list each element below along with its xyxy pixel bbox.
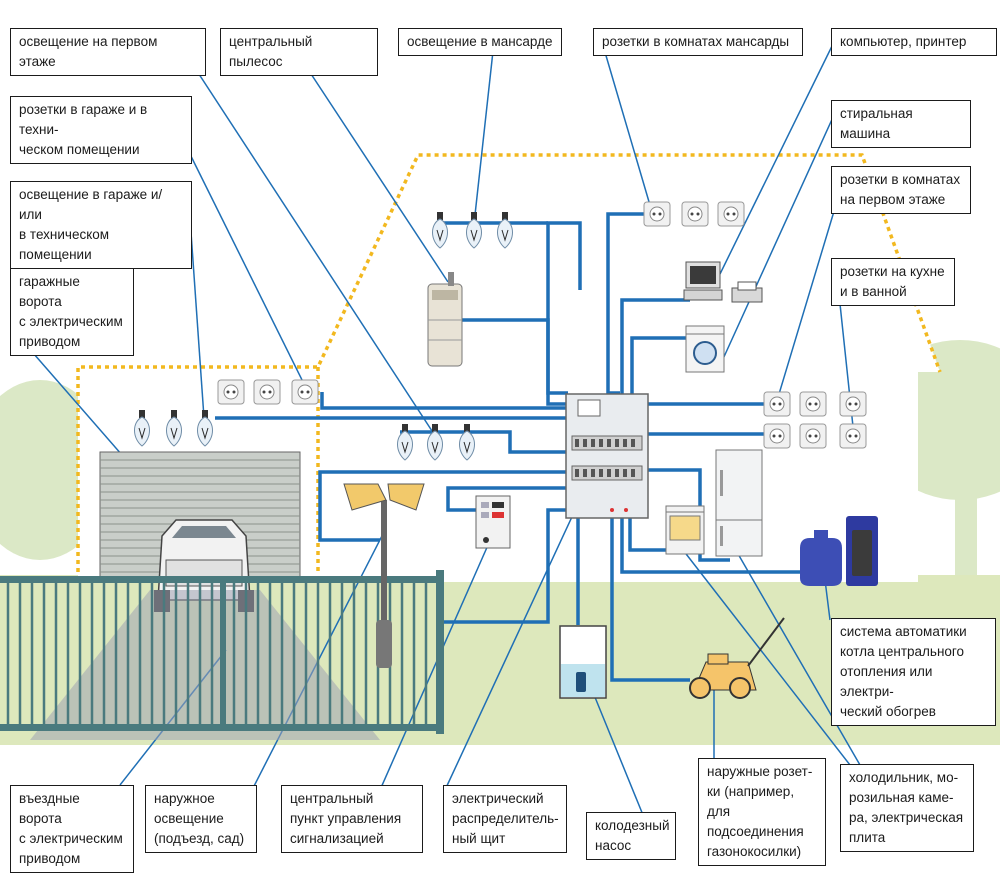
label-ground-floor-sockets: розетки в комнатах на первом этаже bbox=[831, 166, 971, 214]
socket-icon bbox=[253, 379, 281, 405]
socket-icon bbox=[717, 201, 745, 227]
label-attic-sockets: розетки в комнатах мансарды bbox=[593, 28, 803, 56]
well-pump-icon bbox=[559, 625, 607, 699]
wiring bbox=[215, 212, 810, 682]
light-bulb-icon bbox=[459, 424, 475, 461]
ground-floor-sockets bbox=[763, 391, 867, 417]
socket-icon bbox=[799, 423, 827, 449]
lawn-mower-icon bbox=[689, 617, 785, 699]
computer-printer-icon bbox=[683, 261, 763, 303]
alarm-panel-icon bbox=[475, 495, 511, 549]
wire-alarm bbox=[446, 486, 568, 512]
socket-icon bbox=[643, 201, 671, 227]
tree-right-trunk bbox=[955, 470, 977, 590]
label-garage-lighting: освещение в гараже и/или в техническом п… bbox=[10, 181, 192, 269]
label-garage-sockets: розетки в гараже и в техни- ческом помещ… bbox=[10, 96, 192, 164]
socket-icon bbox=[839, 423, 867, 449]
light-bulb-icon bbox=[466, 212, 482, 249]
light-bulb-icon bbox=[427, 424, 443, 461]
wire-vacuum bbox=[460, 318, 568, 395]
wire-garage-sockets bbox=[320, 392, 568, 410]
wire-first-floor-lights bbox=[400, 430, 568, 454]
label-outdoor-sockets: наружные розет- ки (например, для подсое… bbox=[698, 758, 826, 866]
entrance-gate-icon bbox=[0, 570, 444, 734]
boiler-icon bbox=[800, 516, 878, 586]
label-attic-lighting: освещение в мансарде bbox=[398, 28, 562, 56]
wire-stove bbox=[628, 515, 668, 552]
driveway bbox=[30, 590, 380, 740]
wire-computer bbox=[620, 298, 690, 395]
label-heating-automation: система автоматики котла центрального от… bbox=[831, 618, 996, 726]
light-bulb-icon bbox=[134, 410, 150, 447]
socket-icon bbox=[291, 379, 319, 405]
first-floor-light-bulbs bbox=[397, 424, 475, 461]
kitchen-sockets bbox=[763, 423, 867, 449]
stove-icon bbox=[665, 505, 705, 555]
wire-boiler bbox=[620, 518, 810, 574]
distribution-board-icon bbox=[565, 393, 649, 519]
socket-icon bbox=[217, 379, 245, 405]
central-vacuum-icon bbox=[427, 272, 463, 367]
light-bulb-icon bbox=[497, 212, 513, 249]
label-ground-floor-lighting: освещение на первом этаже bbox=[10, 28, 206, 76]
wire-gate bbox=[442, 508, 568, 624]
label-kitchen-appliances: холодильник, мо- розильная каме- ра, эле… bbox=[840, 764, 974, 852]
label-outdoor-lighting: наружное освещение (подъезд, сад) bbox=[145, 785, 257, 853]
garage-sockets bbox=[217, 379, 319, 405]
attic-light-bulbs bbox=[432, 212, 513, 249]
label-alarm-panel: центральный пункт управления сигнализаци… bbox=[281, 785, 423, 853]
label-kitchen-sockets: розетки на кухне и в ванной bbox=[831, 258, 955, 306]
attic-sockets bbox=[643, 201, 745, 227]
light-bulb-icon bbox=[197, 410, 213, 447]
wire-outdoor-light bbox=[318, 470, 568, 542]
label-central-vacuum: центральный пылесос bbox=[220, 28, 378, 76]
garage-light-bulbs bbox=[134, 410, 213, 447]
label-entrance-gate: въездные ворота с электрическим приводом bbox=[10, 785, 134, 873]
washing-machine-icon bbox=[685, 325, 725, 373]
label-washing-machine: стиральная машина bbox=[831, 100, 971, 148]
wire-washer bbox=[630, 336, 690, 396]
socket-icon bbox=[763, 391, 791, 417]
label-garage-door: гаражные ворота с электрическим приводом bbox=[10, 268, 134, 356]
socket-icon bbox=[763, 423, 791, 449]
label-well-pump: колодезный насос bbox=[586, 812, 676, 860]
socket-icon bbox=[681, 201, 709, 227]
label-distribution-board: электрический распределитель- ный щит bbox=[443, 785, 567, 853]
fridge-icon bbox=[715, 449, 763, 557]
wire-outdoor-sockets bbox=[610, 518, 690, 682]
light-bulb-icon bbox=[432, 212, 448, 249]
socket-icon bbox=[839, 391, 867, 417]
wire-attic-sockets bbox=[606, 212, 645, 395]
outdoor-lamp-icon bbox=[343, 483, 425, 668]
light-bulb-icon bbox=[166, 410, 182, 447]
socket-icon bbox=[799, 391, 827, 417]
light-bulb-icon bbox=[397, 424, 413, 461]
label-computer-printer: компьютер, принтер bbox=[831, 28, 997, 56]
